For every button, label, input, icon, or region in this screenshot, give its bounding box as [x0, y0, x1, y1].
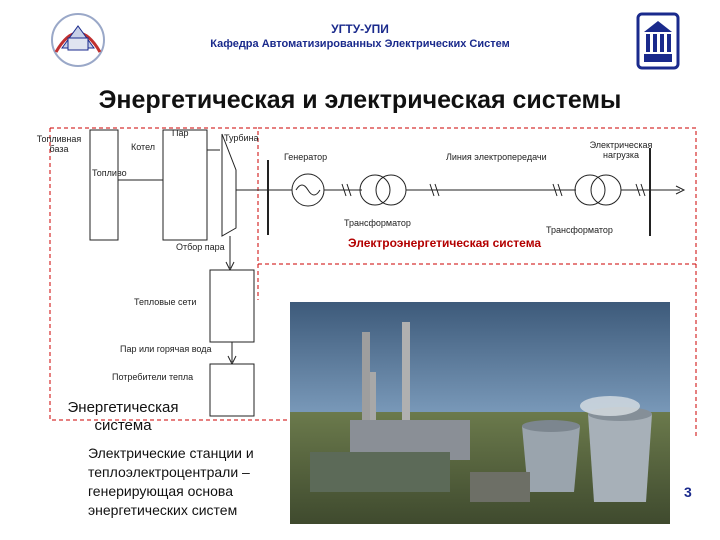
label-steam: Пар	[172, 128, 189, 138]
label-electric-load: Электрическая нагрузка	[589, 140, 653, 160]
turbine-shape	[221, 133, 237, 237]
power-plant-photo	[290, 302, 670, 524]
page-number: 3	[684, 484, 692, 500]
boiler-box	[162, 129, 208, 241]
label-turbine: Турбина	[224, 133, 259, 143]
electric-system-boundary	[257, 127, 697, 265]
fuel-base-box	[89, 129, 119, 241]
label-power-line: Линия электропередачи	[446, 152, 547, 162]
heat-network-box	[209, 269, 255, 343]
header-department: Кафедра Автоматизированных Электрических…	[210, 38, 510, 50]
label-steam-or-hot-water: Пар или горячая вода	[120, 344, 212, 354]
university-logo-right	[636, 12, 680, 70]
page-title: Энергетическая и электрическая системы	[98, 86, 622, 114]
label-fuel-base: Топливная база	[36, 134, 82, 154]
transformer-2-symbol	[574, 174, 606, 206]
heat-consumers-box	[209, 363, 255, 417]
energy-system-label: Энергетическая система	[67, 399, 179, 434]
label-steam-extraction: Отбор пара	[176, 242, 225, 252]
label-boiler: Котел	[131, 142, 156, 152]
label-fuel: Топливо	[92, 168, 127, 178]
label-generator: Генератор	[284, 152, 328, 162]
label-transformer-2: Трансформатор	[546, 225, 613, 235]
energy-system-boundary	[49, 127, 290, 421]
label-heat-networks: Тепловые сети	[134, 297, 197, 307]
university-logo-left	[51, 13, 105, 67]
header-org: УГТУ-УПИ	[331, 22, 389, 36]
footer-caption: Электрические станции и теплоэлектроцент…	[88, 445, 254, 518]
transformer-1-symbol	[359, 174, 391, 206]
label-electric-system: Электроэнергетическая система	[348, 236, 542, 250]
label-heat-consumers: Потребители тепла	[112, 372, 194, 382]
label-transformer-1: Трансформатор	[344, 218, 411, 228]
